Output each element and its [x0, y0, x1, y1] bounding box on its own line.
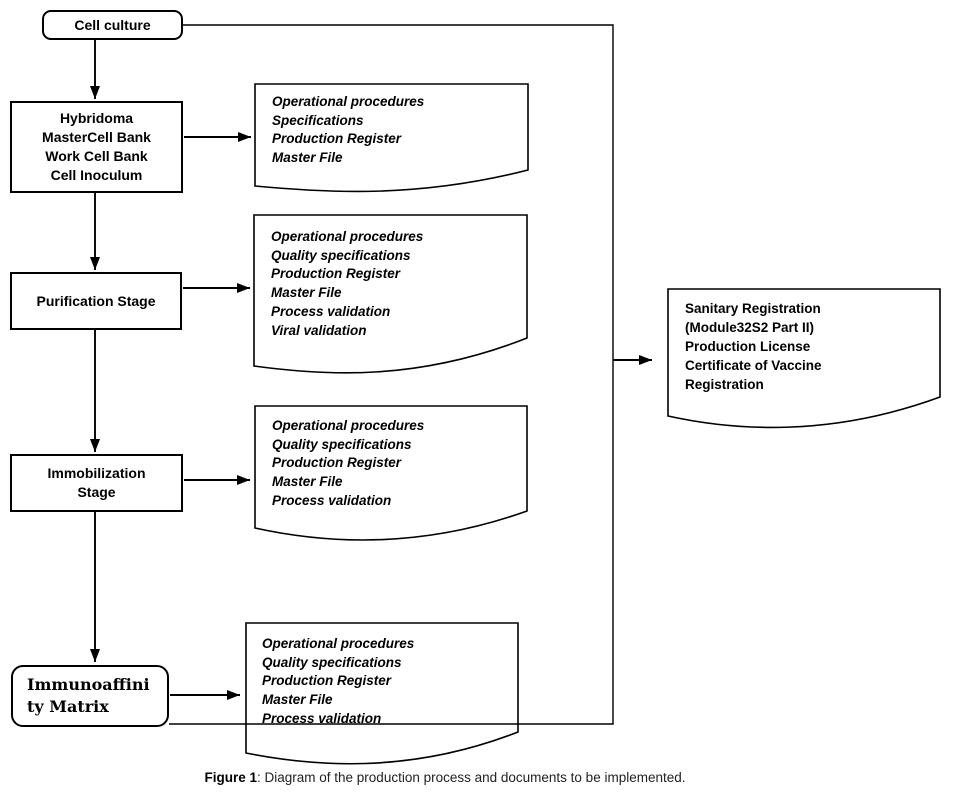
doc-line: Production Register: [272, 455, 402, 471]
doc-line: Production License: [685, 339, 811, 354]
doc-line: (Module32S2 Part II): [685, 320, 815, 335]
document-shape-immunoaffinity-docs: [245, 622, 519, 765]
doc-line: Master File: [271, 285, 342, 301]
doc-line: Process validation: [271, 303, 391, 319]
node-hybridoma-cell-banks: Hybridoma MasterCell Bank Work Cell Bank…: [10, 101, 183, 193]
node-immunoaffinity-line: Immunoaffini: [27, 675, 150, 694]
doc-line: Operational procedures: [262, 636, 415, 651]
doc-line: Master File: [262, 692, 333, 708]
node-cell-culture-label: Cell culture: [74, 16, 151, 33]
document-shape-registration-docs: [667, 288, 941, 429]
doc-registration-docs-text: Sanitary Registration (Module32S2 Part I…: [685, 299, 822, 394]
node-hybridoma-line: MasterCell Bank: [42, 129, 151, 145]
node-immobilization-line: Immobilization: [47, 465, 146, 481]
doc-line: Quality specifications: [262, 654, 402, 670]
document-shape-cell-bank-docs: [254, 83, 529, 193]
doc-line: Quality specifications: [271, 247, 411, 263]
document-shape-purification-docs: [253, 214, 528, 374]
doc-line: Production Register: [271, 266, 401, 282]
node-immobilization-line: Stage: [77, 484, 116, 500]
node-hybridoma-line: Work Cell Bank: [45, 148, 148, 164]
doc-line: Registration: [685, 377, 764, 392]
doc-purification-docs-text: Operational procedures Quality specifica…: [271, 228, 423, 340]
node-purification-stage: Purification Stage: [10, 272, 182, 330]
doc-line: Master File: [272, 150, 343, 166]
figure-caption-label: Figure 1: [204, 770, 257, 785]
figure-caption-text: : Diagram of the production process and …: [257, 770, 686, 785]
doc-line: Sanitary Registration: [685, 301, 821, 316]
node-immobilization-stage: Immobilization Stage: [10, 454, 183, 512]
doc-line: Operational procedures: [272, 94, 425, 109]
node-hybridoma-line: Cell Inoculum: [50, 167, 143, 183]
doc-line: Production Register: [272, 131, 402, 147]
node-immunoaffinity-line: ty Matrix: [27, 697, 109, 716]
doc-line: Production Register: [262, 673, 392, 689]
doc-line: Process validation: [272, 492, 392, 508]
doc-line: Certificate of Vaccine: [685, 358, 822, 373]
doc-line: Process validation: [262, 710, 382, 726]
doc-line: Master File: [272, 474, 343, 490]
doc-line: Quality specifications: [272, 436, 412, 452]
node-hybridoma-line: Hybridoma: [59, 110, 134, 126]
doc-line: Operational procedures: [272, 418, 425, 433]
figure-caption: Figure 1: Diagram of the production proc…: [130, 770, 760, 785]
document-shape-immobilization-docs: [254, 405, 528, 541]
doc-cell-bank-docs-text: Operational procedures Specifications Pr…: [272, 93, 424, 168]
doc-line: Operational procedures: [271, 229, 424, 244]
connector-spine: [169, 24, 614, 725]
doc-immobilization-docs-text: Operational procedures Quality specifica…: [272, 417, 424, 511]
node-cell-culture: Cell culture: [42, 10, 183, 40]
doc-line: Viral validation: [271, 322, 367, 338]
doc-immunoaffinity-docs-text: Operational procedures Quality specifica…: [262, 635, 414, 729]
node-immunoaffinity-matrix: Immunoaffini ty Matrix: [11, 665, 169, 727]
doc-line: Specifications: [272, 112, 364, 128]
node-purification-label: Purification Stage: [36, 292, 156, 309]
